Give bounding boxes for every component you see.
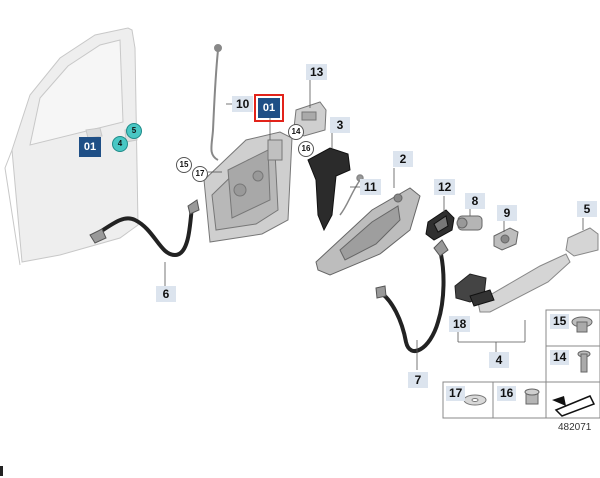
cable-7 <box>375 239 449 354</box>
callout-2[interactable]: 2 <box>393 151 413 167</box>
nut-16-icon <box>524 388 540 405</box>
callout-13[interactable]: 13 <box>306 64 328 80</box>
rod-10 <box>210 44 222 161</box>
callout-11[interactable]: 11 <box>360 179 381 195</box>
screw-14-icon <box>577 350 591 373</box>
callout-10[interactable]: 10 <box>232 96 254 112</box>
cover-9 <box>493 227 519 251</box>
fastener-number-17[interactable]: 17 <box>446 386 466 401</box>
callout-7[interactable]: 7 <box>408 372 428 388</box>
door-panel <box>4 27 139 266</box>
fastener-number-15[interactable]: 15 <box>550 314 570 329</box>
callout-17[interactable]: 17 <box>192 166 208 182</box>
door-label-main[interactable]: 01 <box>79 137 101 157</box>
callout-01-selected[interactable]: 01 <box>254 94 284 122</box>
callout-8[interactable]: 8 <box>465 193 485 209</box>
washer-17-icon <box>463 394 487 406</box>
door-circle-5[interactable]: 5 <box>126 123 142 139</box>
door-circle-4[interactable]: 4 <box>112 136 128 152</box>
door-lock <box>203 131 293 243</box>
callout-14[interactable]: 14 <box>288 124 304 140</box>
callout-3[interactable]: 3 <box>330 117 350 133</box>
handle-carrier-2 <box>315 187 421 276</box>
cap-5 <box>565 227 599 257</box>
callout-15[interactable]: 15 <box>176 157 192 173</box>
diagram-reference-number: 482071 <box>558 422 592 433</box>
callout-12[interactable]: 12 <box>434 179 456 195</box>
arrow-tile-icon <box>552 395 596 417</box>
carrier-3 <box>307 147 351 232</box>
callout-18[interactable]: 18 <box>449 316 471 332</box>
fastener-number-16[interactable]: 16 <box>497 386 517 401</box>
fastener-number-14[interactable]: 14 <box>550 350 570 365</box>
callout-9[interactable]: 9 <box>497 205 517 221</box>
callout-16[interactable]: 16 <box>298 141 314 157</box>
callout-4[interactable]: 4 <box>489 352 509 368</box>
seal-12 <box>425 209 455 241</box>
lock-cylinder-8 <box>456 215 483 231</box>
cable-6 <box>89 199 200 258</box>
callout-6[interactable]: 6 <box>156 286 176 302</box>
leader-lines <box>164 80 584 370</box>
outer-handle-4 <box>454 253 571 313</box>
left-edge-mark <box>0 466 3 476</box>
callout-5[interactable]: 5 <box>577 201 597 217</box>
screw-15-icon <box>571 316 593 333</box>
